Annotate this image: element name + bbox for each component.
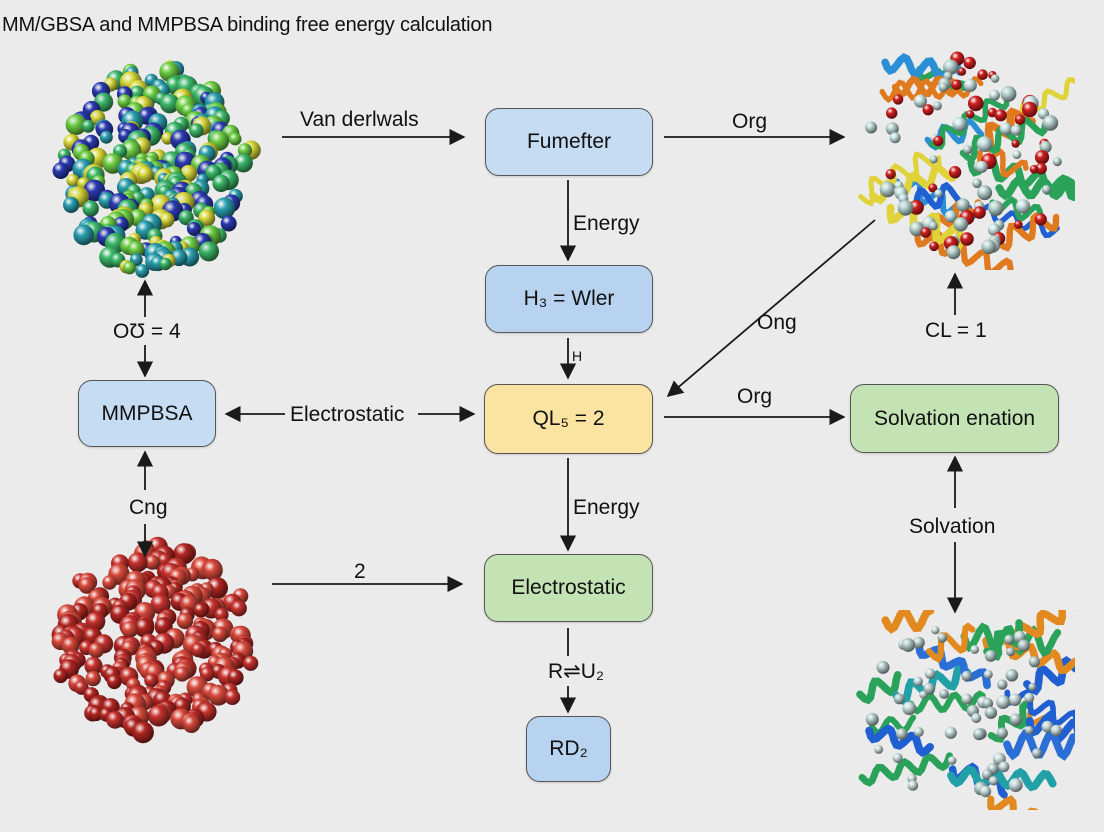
protein-ribbon-ligand-top [858, 51, 1075, 270]
label-org-top: Org [732, 110, 768, 133]
arrow-ong [666, 219, 876, 398]
label-ong: Ong [757, 311, 797, 334]
diagram-title: MM/GBSA and MMPBSA binding free energy c… [2, 14, 493, 36]
node-h3-wler: H₃ = Wler [485, 265, 653, 333]
label-electrostatic-edge: Electrostatic [290, 403, 405, 426]
node-electrostatic: Electrostatic [484, 554, 653, 622]
label-two: 2 [354, 560, 366, 583]
label-solvation: Solvation [909, 515, 996, 538]
node-fumefter: Fumefter [485, 108, 653, 176]
node-ql-2: QL₅ = 2 [484, 384, 653, 454]
node-mmpbsa: MMPBSA [78, 380, 216, 447]
molecule-spacefill-mixed [52, 60, 261, 278]
molecule-spacefill-red [51, 536, 259, 744]
label-cl-1: CL = 1 [925, 319, 987, 342]
label-cng: Cng [129, 496, 168, 519]
node-solvation-enation: Solvation enation [850, 384, 1059, 453]
label-o-4: OƱ = 4 [113, 320, 181, 343]
protein-ribbon-bottom [856, 610, 1075, 810]
label-van-derlwals: Van derlwals [300, 108, 419, 131]
label-h: H [572, 348, 583, 364]
label-energy-2: Energy [573, 496, 640, 519]
label-org-mid: Org [737, 385, 773, 408]
node-rd2: RD₂ [526, 716, 611, 782]
label-energy-1: Energy [573, 212, 640, 235]
label-r-u2: R⇌U₂ [548, 660, 605, 683]
